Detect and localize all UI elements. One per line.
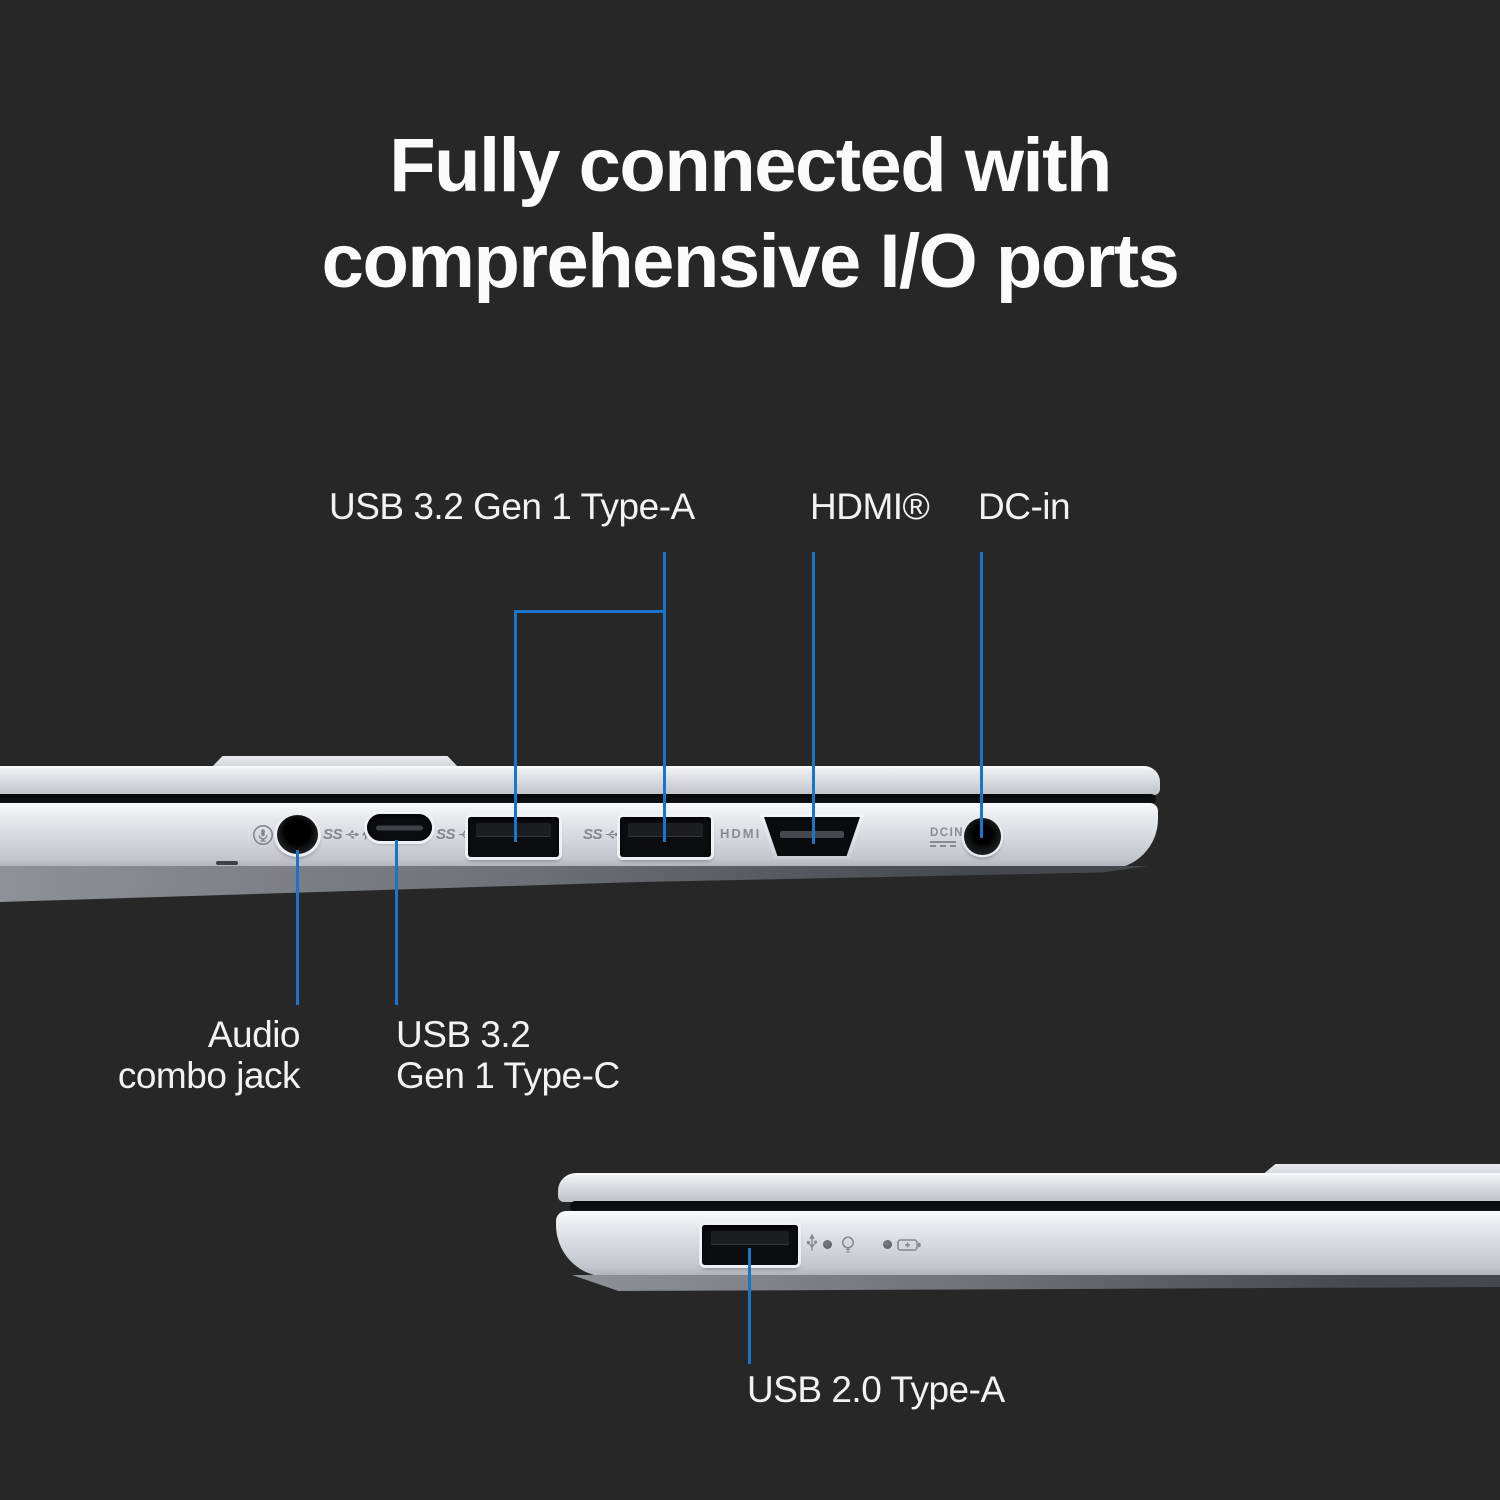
laptop-hinge-gap [570, 1201, 1500, 1212]
ss-marking-text: SS [436, 826, 456, 843]
callout-label-hdmi: HDMI® [810, 486, 930, 527]
laptop-side-view-top: SS SS SS HDMI DCIN [0, 755, 1160, 905]
audio-combo-jack-port [277, 815, 318, 854]
callout-label-usb-c-line2: Gen 1 Type-C [396, 1055, 620, 1096]
dc-in-marking-text: DCIN [930, 827, 965, 839]
leader-line-usb2 [748, 1248, 751, 1364]
usb-supersspeed-charging-icon: SS [323, 826, 370, 843]
callout-label-dc-in: DC-in [978, 486, 1071, 527]
usb-2-trident-icon [802, 1236, 822, 1255]
laptop-base-edge [556, 1211, 1500, 1277]
callout-label-audio: Audio combo jack [40, 1014, 301, 1096]
dc-in-marking: DCIN [930, 827, 964, 850]
laptop-side-view-bottom [556, 1163, 1500, 1303]
leader-line-audio-jack [296, 850, 299, 1005]
leader-line-usb-a-left [514, 610, 517, 842]
callout-label-audio-line1: Audio [207, 1014, 301, 1055]
power-led [823, 1240, 832, 1249]
dc-symbol-bars [930, 841, 956, 850]
callout-label-usb-c-line1: USB 3.2 [396, 1014, 531, 1055]
leader-line-hdmi [812, 552, 815, 844]
usb-c-port [367, 814, 432, 841]
laptop-lid-edge [558, 1173, 1500, 1202]
battery-charging-icon [897, 1238, 921, 1257]
laptop-lid-edge [0, 766, 1160, 795]
power-indicator-icon [840, 1235, 856, 1260]
page-title: Fully connected with comprehensive I/O p… [0, 118, 1500, 310]
laptop-hinge-gap [0, 794, 1156, 804]
laptop-lid-bump [210, 756, 460, 769]
leader-line-usb-c [395, 840, 398, 1005]
callout-label-usb2: USB 2.0 Type-A [747, 1369, 1005, 1410]
leader-line-dc-in [980, 552, 983, 838]
callout-label-audio-line2: combo jack [117, 1055, 301, 1096]
usb-a-port-tongue [710, 1231, 790, 1246]
callout-label-usb-c: USB 3.2 Gen 1 Type-C [396, 1014, 620, 1096]
hdmi-port-marking: HDMI [720, 826, 762, 841]
laptop-underside-shadow [572, 1275, 1500, 1291]
callout-label-usb-a: USB 3.2 Gen 1 Type-A [329, 486, 695, 527]
usb-a-port-1 [468, 817, 559, 857]
usb-c-port-pin [376, 825, 423, 830]
usb-a-port-tongue [476, 823, 551, 838]
laptop-rubber-foot [216, 861, 238, 865]
battery-led [883, 1240, 892, 1249]
page-title-line2: comprehensive I/O ports [321, 218, 1180, 304]
usb-superspeed-icon-1: SS [436, 826, 473, 843]
headset-audio-icon [252, 824, 274, 851]
usb-superspeed-icon-2: SS [583, 826, 620, 843]
ss-marking-text: SS [323, 826, 343, 843]
page-title-line1: Fully connected with [389, 123, 1112, 208]
ss-marking-text: SS [583, 826, 603, 843]
laptop-underside-shadow [0, 866, 1148, 902]
leader-line-usb-a-main [663, 552, 666, 842]
leader-line-usb-a-branch [514, 610, 666, 613]
